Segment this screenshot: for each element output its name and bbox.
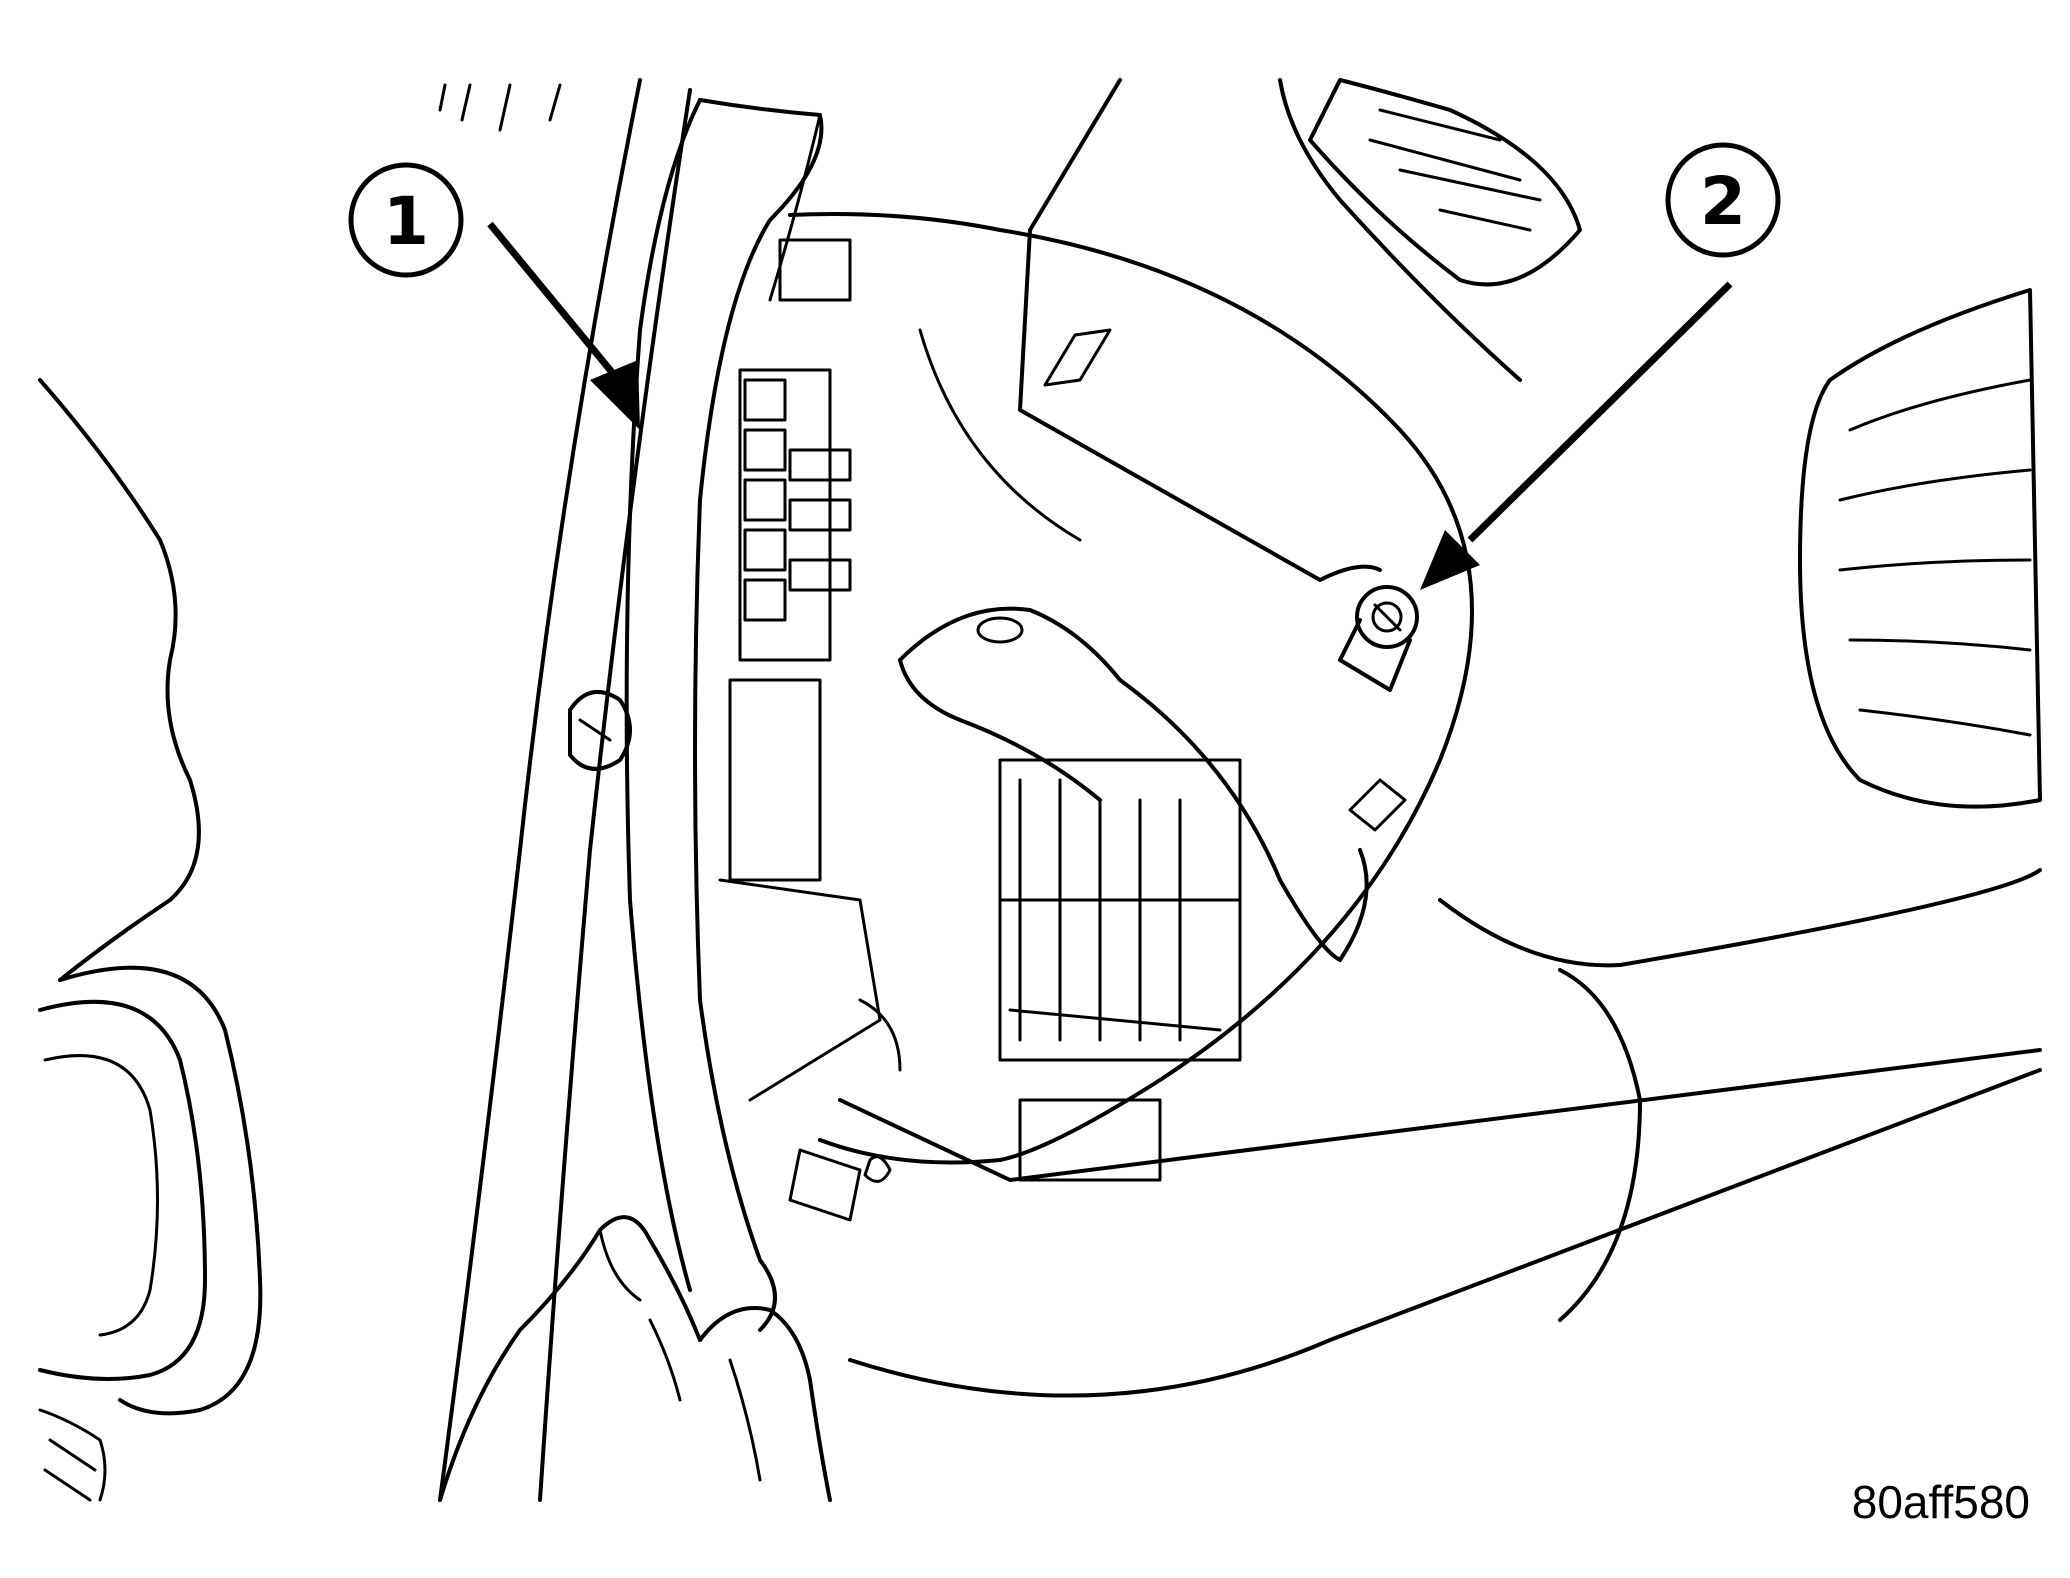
figure-id: 80aff580 bbox=[1852, 1476, 2030, 1528]
clip bbox=[568, 690, 632, 771]
callout-1-circle bbox=[348, 162, 464, 278]
hand bbox=[438, 1215, 832, 1502]
air-vent bbox=[1798, 288, 2042, 809]
callout-2: 2 bbox=[1420, 142, 1781, 590]
callout-2-number: 2 bbox=[1700, 163, 1746, 240]
callout-1-leader bbox=[487, 221, 623, 385]
callout-1-number: 1 bbox=[383, 183, 429, 260]
seat-outline bbox=[38, 378, 263, 1502]
fuse-block bbox=[718, 238, 1242, 1222]
pillar-trim bbox=[438, 78, 692, 1502]
callout-2-circle bbox=[1665, 142, 1781, 258]
callout-2-arrowhead bbox=[1420, 530, 1480, 590]
screw bbox=[1355, 585, 1419, 649]
trim-panel bbox=[624, 98, 824, 1332]
callout-2-leader bbox=[1467, 281, 1733, 543]
upper-dash bbox=[1018, 78, 1582, 582]
callout-1: 1 bbox=[348, 162, 640, 430]
callout-1-arrowhead bbox=[590, 360, 640, 430]
dash-opening bbox=[788, 212, 2042, 1398]
bracket-lever bbox=[898, 606, 1412, 962]
